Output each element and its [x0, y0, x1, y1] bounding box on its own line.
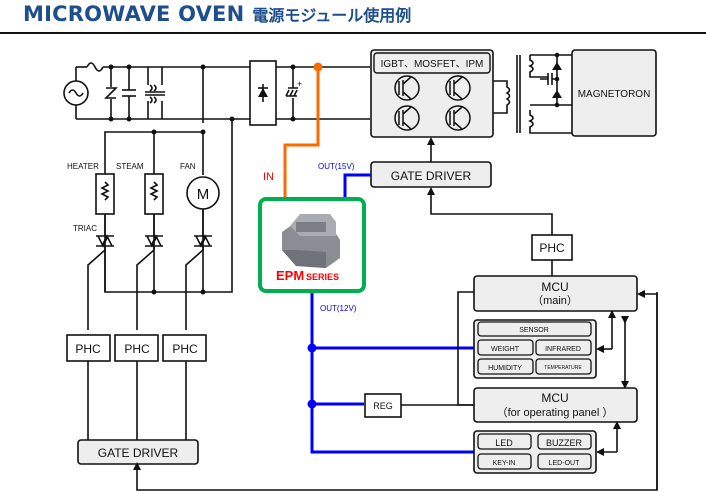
epm-module: EPM SERIES [258, 197, 366, 293]
svg-text:LED-OUT: LED-OUT [549, 460, 580, 467]
transistor-icons [394, 75, 471, 131]
load-wiring [87, 67, 233, 440]
svg-text:MCU: MCU [541, 391, 568, 405]
svg-text:REG: REG [373, 401, 393, 411]
gate-driver-bottom: GATE DRIVER [77, 439, 199, 465]
svg-text:KEY-IN: KEY-IN [493, 460, 516, 467]
svg-text:PHC: PHC [172, 342, 198, 356]
sensor-block: SENSOR WEIGHT INFRARED HUMIDITY TEMPERAT… [473, 319, 597, 379]
heater-resistor-icon [95, 173, 115, 215]
electrolytic-capacitor-icon [285, 87, 298, 97]
svg-text:GATE DRIVER: GATE DRIVER [98, 446, 179, 460]
triac-label: TRIAC [73, 224, 97, 233]
phc-box-1: PHC [66, 334, 111, 362]
steam-label: STEAM [116, 162, 144, 171]
svg-text:SENSOR: SENSOR [519, 327, 549, 334]
phc-box-3: PHC [162, 334, 207, 362]
in-label: IN [263, 171, 274, 183]
phc-box-top: PHC [531, 234, 573, 261]
page-title: MICROWAVE OVEN 電源モジュール使用例 [23, 2, 411, 30]
svg-text:（for operating panel ）: （for operating panel ） [497, 406, 614, 419]
gate-driver-top: GATE DRIVER [370, 161, 492, 188]
mcu-panel-block: MCU （for operating panel ） [473, 387, 638, 423]
svg-text:PHC: PHC [124, 342, 150, 356]
rectifier-bridge [249, 60, 277, 126]
svg-text:LED: LED [495, 438, 513, 448]
title-japanese: 電源モジュール使用例 [252, 6, 412, 25]
reg-box: REG [364, 393, 402, 418]
power-device-block: IGBT、MOSFET、IPM [370, 49, 494, 138]
out15-line [343, 173, 371, 200]
title-english: MICROWAVE OVEN [23, 2, 245, 26]
epm-series-label: SERIES [306, 272, 339, 282]
out12-line [310, 293, 474, 454]
magnetron-block: MAGNETORON [571, 49, 657, 137]
magnetron-label: MAGNETORON [578, 89, 651, 100]
svg-text:INFRARED: INFRARED [545, 346, 581, 353]
svg-text:PHC: PHC [539, 241, 565, 255]
diode-icons [552, 52, 562, 108]
svg-text:M: M [197, 186, 210, 203]
svg-text:BUZZER: BUZZER [546, 438, 583, 448]
fuse-icon [86, 62, 104, 72]
choke-icon [145, 67, 165, 119]
mains-wiring [76, 62, 250, 120]
ac-source-icon [63, 67, 89, 119]
svg-text:MCU: MCU [541, 280, 568, 294]
heater-label: HEATER [67, 162, 99, 171]
svg-text:（main）: （main） [532, 294, 578, 307]
svg-text:GATE DRIVER: GATE DRIVER [391, 169, 472, 183]
mcu-main-block: MCU （main） [473, 275, 638, 312]
epm-label: EPM [276, 268, 304, 283]
triac-icons [96, 209, 212, 250]
epm-module-icon [282, 214, 340, 268]
hv-transformer [493, 54, 572, 134]
svg-text:TEMPERATURE: TEMPERATURE [544, 365, 582, 371]
power-device-label: IGBT、MOSFET、IPM [381, 59, 484, 70]
svg-text:PHC: PHC [75, 342, 101, 356]
svg-text:HUMIDITY: HUMIDITY [488, 365, 522, 372]
out12-label: OUT(12V) [320, 304, 357, 313]
fan-label: FAN [180, 162, 196, 171]
out15-label: OUT(15V) [318, 162, 355, 171]
steam-resistor-icon [144, 173, 164, 215]
svg-text:WEIGHT: WEIGHT [491, 346, 520, 353]
fan-motor-icon: M [186, 176, 220, 210]
title-underline [0, 32, 706, 34]
in-node [313, 62, 323, 72]
in-line [283, 67, 320, 200]
phc-box-2: PHC [114, 334, 159, 362]
panel-io-block: LED BUZZER KEY-IN LED-OUT [473, 430, 597, 474]
svg-text:+: + [297, 79, 302, 89]
varistor-icon [104, 87, 118, 99]
